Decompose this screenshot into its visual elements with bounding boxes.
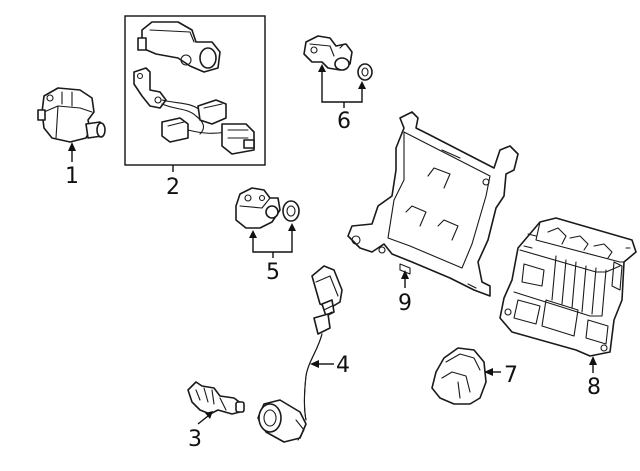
- callout-3-label: 3: [188, 427, 202, 452]
- callout-5-arrowhead-left: [249, 230, 257, 238]
- part-6-washer[interactable]: [357, 63, 373, 81]
- callout-6-arrowhead-right: [358, 81, 366, 89]
- part-3-sensor[interactable]: [187, 381, 245, 415]
- part-4-oxygen-sensor[interactable]: [257, 265, 343, 443]
- part-6-sensor[interactable]: [303, 35, 353, 71]
- callout-6-label: 6: [337, 109, 351, 134]
- part-2-frame: [124, 15, 266, 166]
- callout-4-label: 4: [336, 353, 350, 378]
- callout-9-arrowhead: [401, 270, 409, 279]
- callout-5-leader: [252, 230, 293, 253]
- callout-5-label: 5: [266, 260, 280, 285]
- callout-6-arrowhead-left: [318, 64, 326, 72]
- part-1-sensor[interactable]: [37, 87, 106, 143]
- callout-2-label: 2: [166, 175, 180, 200]
- part-9-bracket[interactable]: [347, 111, 519, 297]
- callout-8-arrowhead: [589, 356, 597, 365]
- part-7-cover[interactable]: [431, 347, 487, 405]
- callout-4-arrowhead: [310, 360, 319, 368]
- callout-8-label: 8: [587, 375, 601, 400]
- callout-7-arrowhead: [484, 368, 493, 376]
- callout-1-arrowhead: [68, 142, 76, 151]
- part-2-harness-assembly[interactable]: [133, 21, 255, 155]
- part-8-control-module[interactable]: [499, 217, 637, 357]
- part-5-sensor[interactable]: [235, 187, 281, 229]
- callout-1-label: 1: [65, 164, 79, 189]
- callout-3-arrowhead: [205, 411, 213, 419]
- callout-9-label: 9: [398, 291, 412, 316]
- callout-6-leader: [321, 68, 363, 103]
- callout-3-leader: [197, 415, 209, 425]
- part-5-washer[interactable]: [282, 200, 300, 222]
- callout-5-arrowhead-right: [288, 223, 296, 231]
- callout-7-label: 7: [504, 363, 518, 388]
